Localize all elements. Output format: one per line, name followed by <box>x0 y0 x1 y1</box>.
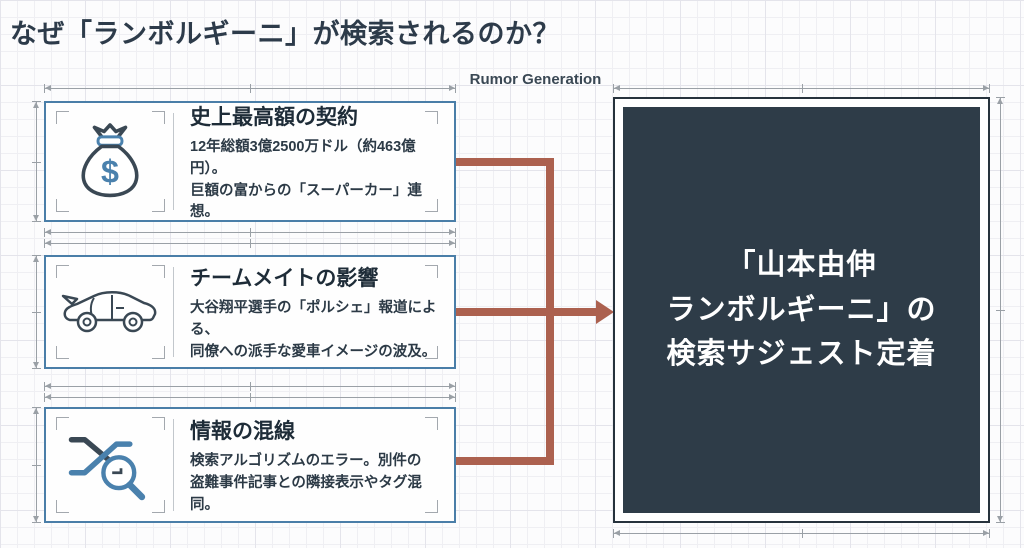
crossed-cables-magnifier-icon <box>68 436 146 501</box>
dimension-guide <box>996 97 1005 523</box>
sports-car-icon <box>61 291 157 333</box>
cause-body-line: 12年総額3億2500万ドル（約463億円）。 <box>190 139 416 177</box>
dimension-guide <box>44 393 456 402</box>
result-box: 「山本由伸 ランボルギーニ」の 検索サジェスト定着 <box>613 97 990 523</box>
cause-body-line: 同僚への派手な愛車イメージの波及。 <box>190 343 437 360</box>
arrowhead-icon <box>596 300 614 324</box>
cause-title: チームメイトの影響 <box>190 267 379 291</box>
dimension-guide <box>32 407 41 523</box>
icon-cell <box>46 409 174 521</box>
result-text-line: 「山本由伸 <box>726 248 877 281</box>
dimension-guide <box>44 228 456 237</box>
cause-title: 史上最高額の契約 <box>190 106 358 129</box>
dimension-guide <box>44 84 456 93</box>
icon-cell: $ <box>46 103 174 220</box>
connector-from-contract <box>456 158 554 166</box>
text-cell: チームメイトの影響 大谷翔平選手の「ポルシェ」報道による、 同僚への派手な愛車イ… <box>174 257 454 367</box>
money-bag-icon: $ <box>81 122 139 197</box>
dimension-guide <box>32 101 41 222</box>
cause-box-teammate-influence: チームメイトの影響 大谷翔平選手の「ポルシェ」報道による、 同僚への派手な愛車イ… <box>44 255 456 369</box>
svg-text:$: $ <box>101 153 119 189</box>
text-cell: 史上最高額の契約 12年総額3億2500万ドル（約463億円）。 巨額の富からの… <box>174 103 454 220</box>
dimension-guide <box>44 239 456 248</box>
cause-body-line: 検索アルゴリズムのエラー。別件の <box>190 453 422 470</box>
connector-main <box>456 308 597 316</box>
result-text-line: ランボルギーニ」の <box>666 293 937 326</box>
result-text-line: 検索サジェスト定着 <box>666 338 937 371</box>
cause-body-line: 大谷翔平選手の「ポルシェ」報道による、 <box>190 300 437 339</box>
text-cell: 情報の混線 検索アルゴリズムのエラー。別件の 盗難事件記事との隣接表示やタグ混同… <box>174 409 454 521</box>
connector-from-confusion <box>456 457 554 465</box>
dimension-guide <box>32 255 41 369</box>
cause-box-information-mixup: 情報の混線 検索アルゴリズムのエラー。別件の 盗難事件記事との隣接表示やタグ混同… <box>44 407 456 523</box>
dimension-guide <box>613 529 990 538</box>
result-panel: 「山本由伸 ランボルギーニ」の 検索サジェスト定着 <box>623 107 980 513</box>
icon-cell <box>46 257 174 367</box>
cause-body-line: 巨額の富からの「スーパーカー」連想。 <box>190 182 422 221</box>
flow-label: Rumor Generation <box>469 71 602 88</box>
page-title: なぜ「ランボルギーニ」が検索されるのか？ <box>10 19 560 49</box>
dimension-guide <box>613 84 990 93</box>
cause-body-line: 盗難事件記事との隣接表示やタグ混同。 <box>190 475 422 513</box>
cause-title: 情報の混線 <box>190 420 295 444</box>
dimension-guide <box>44 382 456 391</box>
cause-box-record-contract: $ 史上最高額の契約 12年総額3億2500万ドル（約463億円）。 巨額の富か… <box>44 101 456 222</box>
